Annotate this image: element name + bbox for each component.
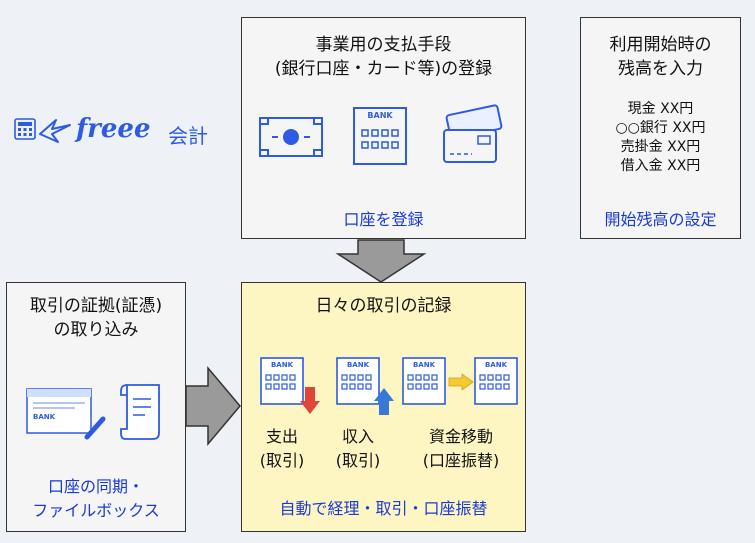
expense-label-line1: 支出 bbox=[265, 427, 298, 446]
opening-balance-box: 利用開始時の 残高を入力 現金 XX円 ○○銀行 XX円 売掛金 XX円 借入金… bbox=[580, 17, 741, 239]
bank-label-transfer-to: BANK bbox=[484, 361, 508, 369]
bank-label-transfer-from: BANK bbox=[412, 361, 436, 369]
calculator-icon bbox=[14, 118, 36, 140]
freee-brand-text: freee bbox=[76, 114, 151, 144]
cash-icon bbox=[259, 117, 323, 157]
opening-title-line2: 残高を入力 bbox=[618, 59, 703, 79]
balance-bank: ○○銀行 XX円 bbox=[615, 120, 706, 136]
balance-list: 現金 XX円 ○○銀行 XX円 売掛金 XX円 借入金 XX円 bbox=[581, 100, 740, 176]
balance-loan: 借入金 XX円 bbox=[620, 158, 701, 174]
bank-icon-transfer-to bbox=[474, 357, 518, 405]
income-label-line1: 収入 bbox=[341, 427, 374, 446]
arrow-down-red-icon bbox=[300, 387, 320, 414]
arrow-up-blue-icon bbox=[374, 388, 394, 415]
bird-icon bbox=[39, 119, 71, 143]
sync-link-line2[interactable]: ファイルボックス bbox=[32, 501, 160, 520]
statement-bank-label: BANK bbox=[33, 413, 56, 421]
bank-building-icon bbox=[353, 107, 407, 165]
balance-receivable: 売掛金 XX円 bbox=[620, 139, 701, 155]
opening-balance-link[interactable]: 開始残高の設定 bbox=[604, 210, 717, 229]
import-title-line2: の取り込み bbox=[53, 320, 139, 340]
bank-label-income: BANK bbox=[346, 361, 370, 369]
transfer-label-line1: 資金移動 bbox=[428, 427, 493, 446]
right-arrow bbox=[185, 365, 241, 447]
opening-title-line1: 利用開始時の bbox=[609, 35, 712, 55]
bank-icon-expense bbox=[260, 357, 304, 405]
register-payment-box: 事業用の支払手段 (銀行口座・カード等)の登録 BANK 口座を登録 bbox=[241, 17, 526, 239]
down-arrow bbox=[335, 239, 427, 283]
auto-accounting-link[interactable]: 自動で経理・取引・口座振替 bbox=[279, 499, 488, 518]
import-title-line1: 取引の証拠(証憑) bbox=[29, 296, 163, 316]
freee-logo: freee 会計 bbox=[14, 112, 234, 152]
bank-icon-transfer-from bbox=[402, 357, 446, 405]
credit-card-icon bbox=[443, 104, 503, 163]
sync-link-line1[interactable]: 口座の同期・ bbox=[47, 477, 144, 496]
product-name: 会計 bbox=[168, 124, 208, 148]
transfer-label-line2: (口座振替) bbox=[422, 451, 500, 470]
balance-cash: 現金 XX円 bbox=[627, 101, 694, 117]
receipt-icon bbox=[120, 384, 160, 440]
bank-label-expense: BANK bbox=[270, 361, 294, 369]
bank-label: BANK bbox=[367, 111, 393, 120]
register-title-line1: 事業用の支払手段 bbox=[315, 35, 452, 55]
daily-title: 日々の取引の記録 bbox=[315, 296, 452, 316]
register-account-link[interactable]: 口座を登録 bbox=[343, 210, 424, 229]
bank-statement-icon bbox=[26, 388, 106, 440]
bank-icon-income bbox=[336, 357, 380, 405]
arrow-right-yellow-icon bbox=[448, 373, 474, 391]
import-evidence-box: 取引の証拠(証憑) の取り込み BANK 口座の同期・ ファイルボックス bbox=[6, 282, 186, 532]
daily-transactions-box: 日々の取引の記録 BANK BANK BANK BANK 支出 (取引) 収入 … bbox=[241, 282, 526, 532]
expense-label-line2: (取引) bbox=[259, 451, 305, 470]
income-label-line2: (取引) bbox=[335, 451, 381, 470]
register-title-line2: (銀行口座・カード等)の登録 bbox=[274, 59, 493, 79]
